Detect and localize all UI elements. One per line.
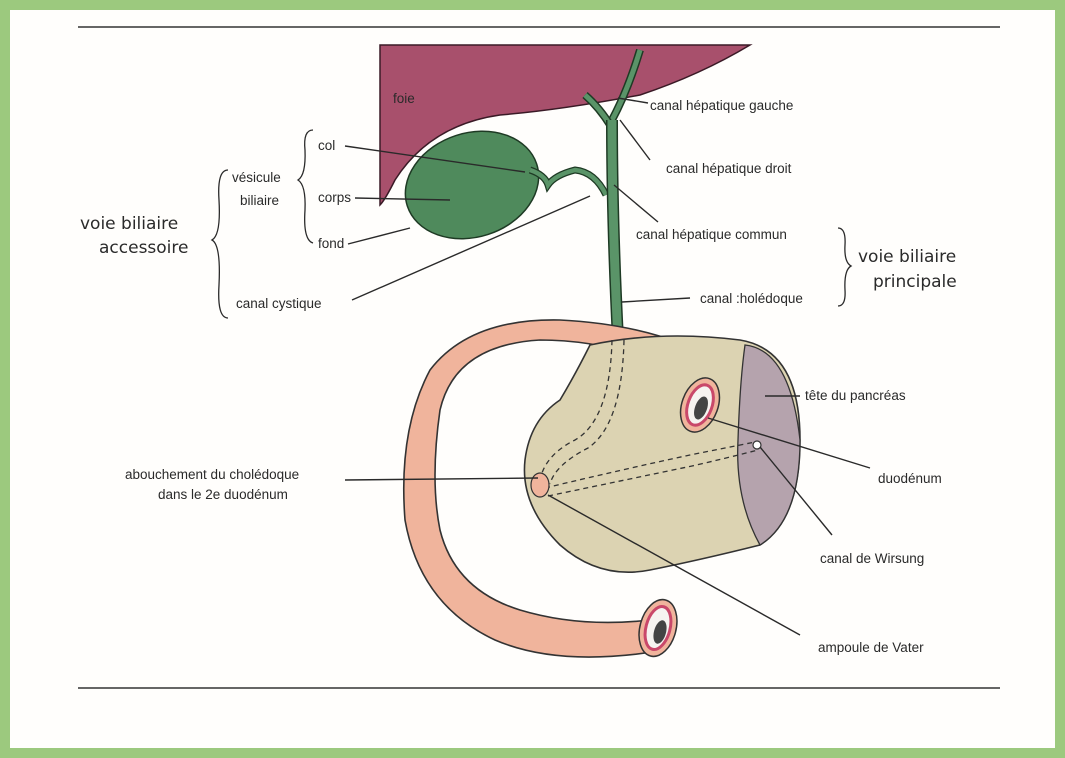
label-duodenum: duodénum — [878, 471, 942, 486]
label-vesicule: vésicule — [232, 170, 281, 185]
label-voie-biliaire-principale-2: principale — [873, 272, 957, 292]
label-canal-hepatique-gauche: canal hépatique gauche — [650, 98, 793, 113]
ampulla — [531, 473, 549, 497]
leader-fond — [348, 228, 410, 244]
label-biliaire: biliaire — [240, 193, 279, 208]
label-fond: fond — [318, 236, 344, 251]
label-tete-du-pancreas: tête du pancréas — [805, 388, 906, 403]
label-abouchement-1: abouchement du cholédoque — [125, 467, 299, 482]
pancreas-cut-surface — [738, 345, 800, 545]
label-foie: foie — [393, 91, 415, 106]
label-voie-biliaire-principale-1: voie biliaire — [858, 247, 956, 267]
leader-abouchement — [345, 478, 538, 480]
label-canal-cystique: canal cystique — [236, 296, 322, 311]
brace-principale — [838, 228, 851, 306]
leader-right-hepatic — [620, 120, 650, 160]
label-col: col — [318, 138, 335, 153]
brace-accessoire — [212, 170, 228, 318]
leader-choledoque — [622, 298, 690, 302]
label-canal-de-wirsung: canal de Wirsung — [820, 551, 924, 566]
label-canal-choledoque: canal :holédoque — [700, 291, 803, 306]
label-voie-biliaire-accessoire-1: voie biliaire — [80, 214, 178, 234]
brace-vesicule — [298, 130, 313, 243]
label-abouchement-2: dans le 2e duodénum — [158, 487, 288, 502]
label-canal-hepatique-commun: canal hépatique commun — [636, 227, 787, 242]
label-corps: corps — [318, 190, 351, 205]
label-canal-hepatique-droit: canal hépatique droit — [666, 161, 792, 176]
leader-common-hepatic — [614, 185, 658, 222]
label-voie-biliaire-accessoire-2: accessoire — [99, 238, 188, 258]
label-ampoule-de-vater: ampoule de Vater — [818, 640, 924, 655]
